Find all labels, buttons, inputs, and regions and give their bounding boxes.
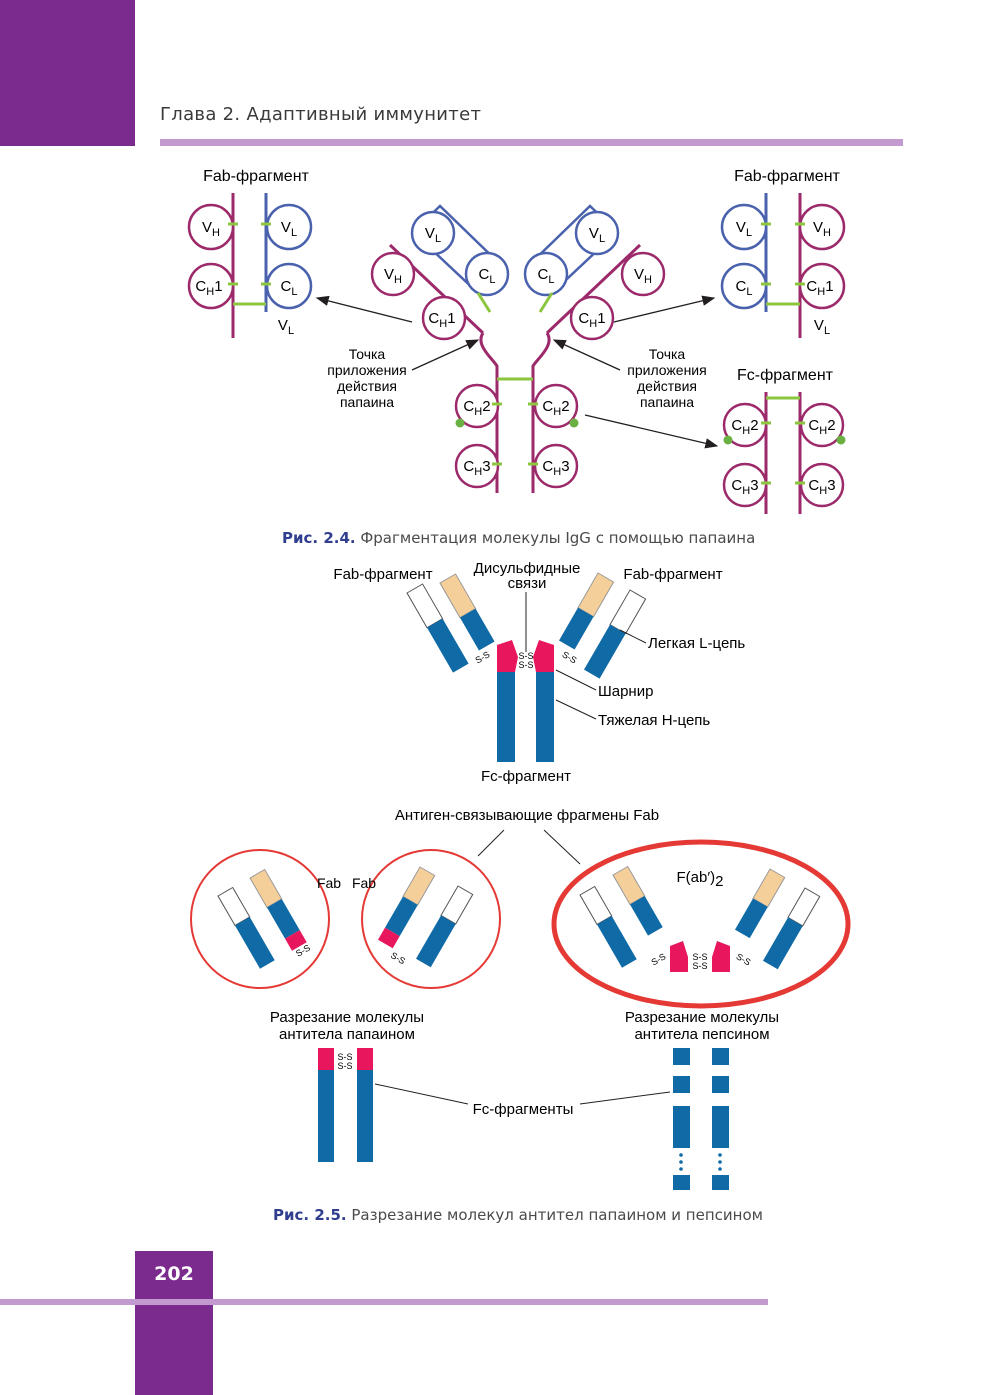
figure-2-5-caption: Рис. 2.5. Разрезание молекул антител пап… [273, 1206, 763, 1224]
svg-text:CH2: CH2 [463, 398, 490, 418]
svg-text:F(ab′)2: F(ab′)2 [677, 869, 724, 890]
svg-text:VL: VL [814, 317, 830, 337]
svg-text:действия: действия [337, 378, 397, 394]
svg-text:CH3: CH3 [731, 477, 758, 497]
papain-fc-fragment: S-S S-S [318, 1048, 373, 1162]
fc-fragment: Fc-фрагмент CH2 CH2 CH3 CH3 [722, 367, 846, 514]
svg-text:CH2: CH2 [542, 398, 569, 418]
svg-text:CH2: CH2 [808, 417, 835, 437]
svg-text:CH2: CH2 [731, 417, 758, 437]
igg-molecule: VL CL VH CH1 VL CL VH CH1 CH2 CH2 CH3 CH… [370, 204, 666, 493]
svg-text:Fab: Fab [352, 875, 376, 891]
svg-text:Тяжелая H-цепь: Тяжелая H-цепь [598, 712, 710, 729]
svg-text:S-S: S-S [389, 950, 407, 966]
fab-fragment-right: Fab-фрагмент VL CL VH CH1 VL [720, 168, 846, 338]
svg-text:CH3: CH3 [542, 458, 569, 478]
papain-fab-fragments: Fab Fab S-S S-S [190, 849, 501, 989]
fc-label: Fc-фрагмент [737, 367, 834, 384]
papain-site-right: Точка приложения действия папаина [627, 346, 706, 410]
svg-text:CH3: CH3 [463, 458, 490, 478]
pepsin-fab2-fragment: F(ab′)2 S-S S-S S-S S-S [551, 839, 851, 1009]
svg-text:антитела папаином: антитела папаином [279, 1026, 415, 1043]
fc-fragments-label: Fc-фрагменты [473, 1101, 574, 1118]
svg-text:антитела пепсином: антитела пепсином [634, 1026, 769, 1043]
svg-text:S-S: S-S [337, 1061, 352, 1071]
figure-2-4-caption: Рис. 2.4. Фрагментация молекулы IgG с по… [282, 529, 756, 547]
svg-text:S-S: S-S [734, 951, 752, 967]
svg-text:действия: действия [637, 378, 697, 394]
svg-text:Точка: Точка [649, 346, 686, 362]
svg-text:S-S: S-S [473, 649, 491, 665]
svg-text:Легкая L-цепь: Легкая L-цепь [648, 635, 745, 652]
svg-text:S-S: S-S [649, 951, 667, 967]
figure-2-4: Fab-фрагмент VH CH1 VL CL VL VL CL VH CH… [187, 168, 846, 514]
svg-text:VL: VL [278, 317, 294, 337]
svg-text:папаина: папаина [640, 394, 694, 410]
svg-text:приложения: приложения [627, 362, 706, 378]
svg-text:Fab-фрагмент: Fab-фрагмент [623, 566, 722, 583]
svg-text:CH1: CH1 [195, 278, 222, 298]
svg-text:Разрезание молекулы: Разрезание молекулы [625, 1009, 779, 1026]
chapter-title: Глава 2. Адаптивный иммунитет [160, 104, 482, 125]
svg-text:S-S: S-S [518, 660, 533, 670]
svg-text:приложения: приложения [327, 362, 406, 378]
svg-text:CH3: CH3 [808, 477, 835, 497]
antigen-binding-label: Антиген-связывающие фрагмены Fab [395, 807, 659, 824]
svg-text:CH1: CH1 [428, 310, 455, 330]
pepsin-fc-pieces [673, 1048, 729, 1190]
svg-text:связи: связи [508, 575, 547, 592]
corner-accent-top [0, 0, 135, 146]
svg-text:Дисульфидные: Дисульфидные [474, 560, 581, 577]
svg-text:CH1: CH1 [806, 278, 833, 298]
fab-label-left: Fab-фрагмент [203, 168, 309, 185]
fab-label-right: Fab-фрагмент [734, 168, 840, 185]
svg-text:S-S: S-S [518, 651, 533, 661]
svg-text:S-S: S-S [560, 649, 578, 665]
corner-accent-bottom [135, 1251, 213, 1395]
svg-text:папаина: папаина [340, 394, 394, 410]
svg-text:Точка: Точка [349, 346, 386, 362]
svg-text:S-S: S-S [337, 1052, 352, 1062]
svg-text:Fab-фрагмент: Fab-фрагмент [333, 566, 432, 583]
svg-text:Разрезание молекулы: Разрезание молекулы [270, 1009, 424, 1026]
svg-text:Fc-фрагмент: Fc-фрагмент [481, 768, 571, 785]
page-number: 202 [154, 1263, 194, 1285]
svg-text:Шарнир: Шарнир [598, 683, 653, 700]
svg-text:S-S: S-S [692, 961, 707, 971]
fab-fragment-left: Fab-фрагмент VH CH1 VL CL VL [187, 168, 313, 338]
figure-2-5: Fab-фрагмент Дисульфидные связи Fab-фраг… [190, 560, 851, 1190]
antibody-structure: Fab-фрагмент Дисульфидные связи Fab-фраг… [333, 560, 745, 785]
papain-site-left: Точка приложения действия папаина [327, 346, 406, 410]
svg-text:CH1: CH1 [578, 310, 605, 330]
header-rule [160, 139, 903, 146]
svg-text:Fab: Fab [317, 875, 341, 891]
svg-text:S-S: S-S [692, 952, 707, 962]
footer-rule [0, 1299, 768, 1305]
